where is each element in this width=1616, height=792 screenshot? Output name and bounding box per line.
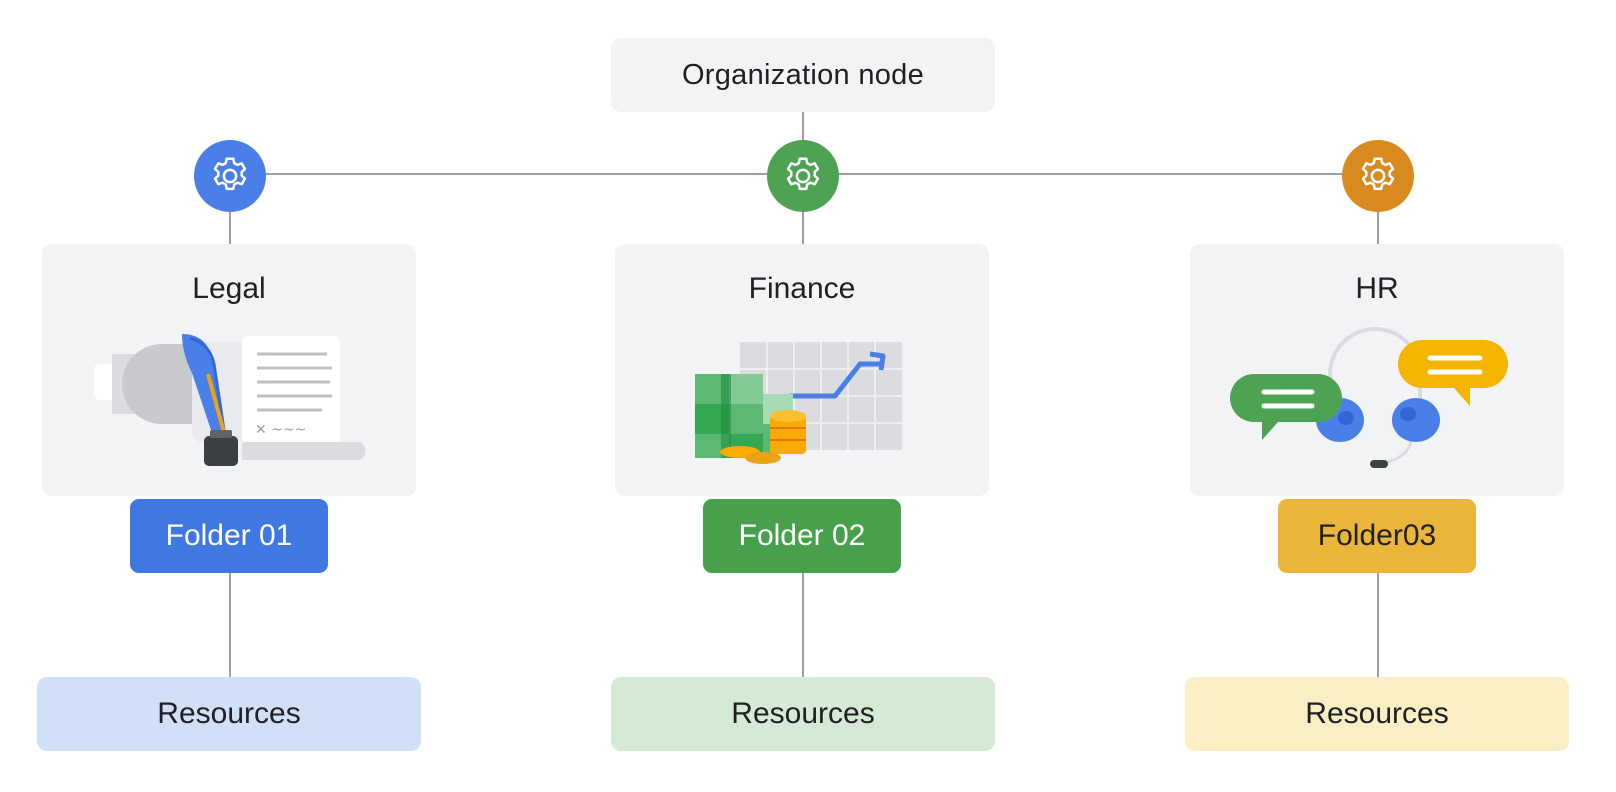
gear-icon: [194, 140, 266, 212]
connector-hr-gear-to-card: [1377, 210, 1379, 246]
organization-node: Organization node: [611, 38, 995, 112]
connector-finance-folder-to-resources: [802, 573, 804, 677]
department-title: Finance: [748, 272, 856, 305]
resources-node-hr: Resources: [1185, 677, 1569, 751]
gear-icon: [1342, 140, 1414, 212]
folder-label: Folder 01: [165, 519, 293, 552]
folder-01-node: Folder 01: [130, 499, 328, 573]
resources-label: Resources: [1305, 697, 1449, 730]
svg-text:✕ ~~~: ✕ ~~~: [255, 422, 306, 438]
resources-label: Resources: [731, 697, 875, 730]
connector-finance-gear-to-card: [802, 210, 804, 246]
money-growth-chart-icon: [695, 342, 902, 464]
resources-node-finance: Resources: [611, 677, 995, 751]
connector-hr-folder-to-resources: [1377, 573, 1379, 677]
folder-label: Folder03: [1317, 519, 1437, 552]
legal-document-quill-icon: ✕ ~~~: [94, 334, 366, 466]
organization-node-label: Organization node: [681, 58, 925, 91]
folder-label: Folder 02: [738, 519, 866, 552]
resources-label: Resources: [157, 697, 301, 730]
gear-icon: [767, 140, 839, 212]
resources-node-legal: Resources: [37, 677, 421, 751]
folder-02-node: Folder 02: [703, 499, 901, 573]
department-card-finance: Finance: [615, 244, 989, 496]
folder-03-node: Folder03: [1278, 499, 1476, 573]
headset-chat-bubbles-icon: [1230, 327, 1508, 468]
connector-legal-gear-to-card: [229, 210, 231, 246]
department-card-hr: HR: [1190, 244, 1564, 496]
department-title: HR: [1355, 272, 1399, 305]
department-card-legal: Legal ✕ ~~~: [42, 244, 416, 496]
department-title: Legal: [192, 272, 266, 305]
connector-legal-folder-to-resources: [229, 573, 231, 677]
